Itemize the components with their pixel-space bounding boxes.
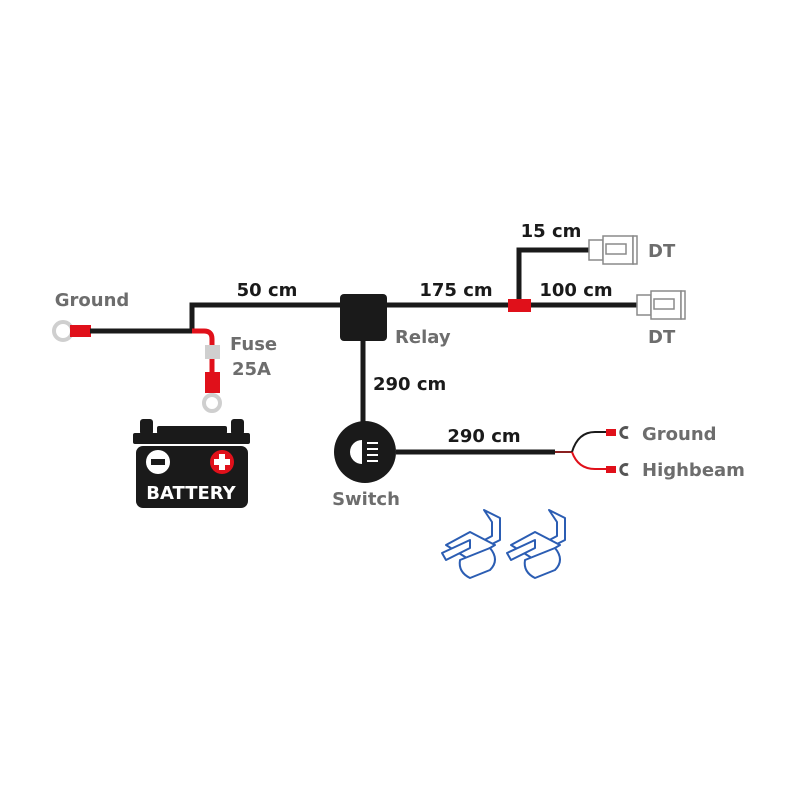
length-split-to-dt-bottom: 100 cm [539,280,612,301]
relay-box [340,294,387,341]
dt-top-label: DT [648,241,676,262]
battery-label: BATTERY [146,483,236,504]
battery-ring-terminal [202,372,222,413]
tap-connector-icon [441,509,501,579]
dt-connector-top [588,235,638,265]
ground-ring-terminal [52,320,91,342]
length-relay-to-switch: 290 cm [373,374,446,395]
dt-connector-bottom [636,290,686,320]
relay-label: Relay [395,327,451,348]
ground-right-label: Ground [642,424,717,445]
highbeam-lead [571,451,608,470]
ground-left-label: Ground [55,290,130,311]
highbeam-fork-terminal [619,463,629,476]
branch-wire [516,247,592,305]
length-ground-to-relay: 50 cm [237,280,298,301]
length-switch-to-lights: 290 cm [447,426,520,447]
ground-lead [571,431,608,453]
length-relay-to-split: 175 cm [419,280,492,301]
fuse-label: Fuse [230,334,277,355]
fuse-icon [205,345,220,359]
positive-wire [192,328,215,372]
dt-bottom-label: DT [648,327,676,348]
length-split-to-dt-top: 15 cm [521,221,582,242]
ground-wire [90,302,345,334]
switch-icon [334,421,396,483]
switch-label: Switch [332,489,400,510]
split-junction [508,299,531,312]
tap-connector-icon [506,509,566,579]
battery-icon [133,419,250,508]
fuse-rating-label: 25A [232,359,271,380]
ground-fork-terminal [619,426,629,439]
highbeam-label: Highbeam [642,460,745,481]
